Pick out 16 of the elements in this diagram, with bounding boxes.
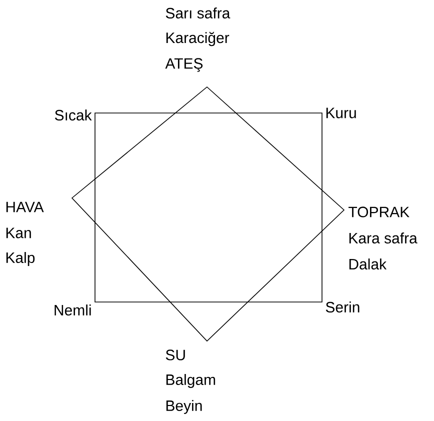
label: Serin [326,302,360,312]
label: Sarı safra [166,8,230,18]
label: Nemli [54,304,91,316]
label: Kan [6,228,31,238]
label: Kuru [326,108,356,118]
label: Karaciğer [166,32,230,46]
label: ATEŞ [165,58,203,72]
label: TOPRAK [348,206,410,218]
label: Balgam [166,374,216,388]
label: Kara safra [349,232,418,244]
label: Dalak [349,258,387,270]
label: SU [166,350,185,360]
label: HAVA [6,202,44,212]
label: Sıcak [54,110,92,120]
label: Beyin [166,400,202,414]
label: Kalp [6,252,35,266]
